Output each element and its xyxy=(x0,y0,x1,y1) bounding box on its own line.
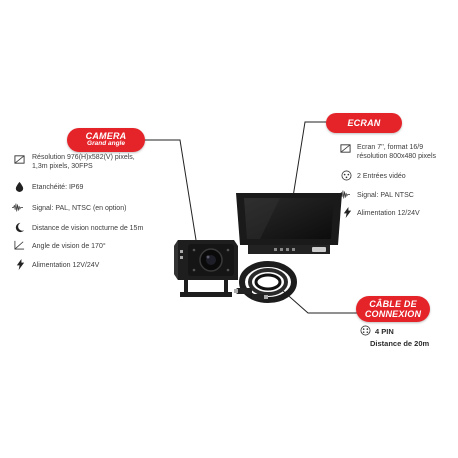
signal-wave-icon xyxy=(12,203,23,212)
ecran-spec-screen-1: Ecran 7'', format 16/9 xyxy=(357,144,424,151)
camera-spec-waterproof: Etanchéité: IP69 xyxy=(32,184,84,191)
camera-spec-resolution-2: 1,3m pixels, 30FPS xyxy=(32,163,93,170)
cable-title-line1: CÂBLE DE xyxy=(369,299,417,309)
monitor-image xyxy=(236,193,342,254)
moon-icon xyxy=(15,222,25,233)
connector-icon xyxy=(360,325,371,336)
video-input-icon xyxy=(341,170,352,181)
ecran-spec-signal: Signal: PAL NTSC xyxy=(357,192,414,199)
lightning-icon xyxy=(343,207,352,218)
ecran-badge: ECRAN xyxy=(326,113,402,133)
camera-title: CAMERA xyxy=(85,131,127,141)
ecran-spec-screen-2: résolution 800x480 pixels xyxy=(357,153,436,160)
ecran-spec-power: Alimentation 12/24V xyxy=(357,210,420,217)
cable-coil-image xyxy=(234,261,297,303)
camera-subtitle: Grand angle xyxy=(87,140,125,147)
ecran-spec-video-inputs: 2 Entrées vidéo xyxy=(357,173,406,180)
camera-image xyxy=(174,240,238,297)
cable-title-line2: CONNEXION xyxy=(364,309,422,319)
camera-spec-night-vision: Distance de vision nocturne de 15m xyxy=(32,225,144,232)
screen-icon xyxy=(340,144,351,153)
camera-spec-angle: Angle de vision de 170° xyxy=(32,243,106,250)
ecran-title: ECRAN xyxy=(347,118,381,128)
camera-spec-signal: Signal: PAL, NTSC (en option) xyxy=(32,205,127,212)
cable-spec-pins: 4 PIN xyxy=(375,327,394,336)
cable-spec-length: Distance de 20m xyxy=(370,339,430,348)
lightning-icon xyxy=(16,259,25,270)
signal-wave-icon xyxy=(339,190,350,199)
resolution-icon xyxy=(14,155,25,164)
camera-spec-power: Alimentation 12V/24V xyxy=(32,262,100,269)
camera-badge: CAMERA Grand angle xyxy=(67,128,145,152)
angle-icon xyxy=(14,240,25,250)
water-drop-icon xyxy=(15,181,24,192)
camera-spec-resolution-1: Résolution 976(H)x582(V) pixels, xyxy=(32,154,135,161)
cable-badge: CÂBLE DE CONNEXION xyxy=(356,296,430,322)
